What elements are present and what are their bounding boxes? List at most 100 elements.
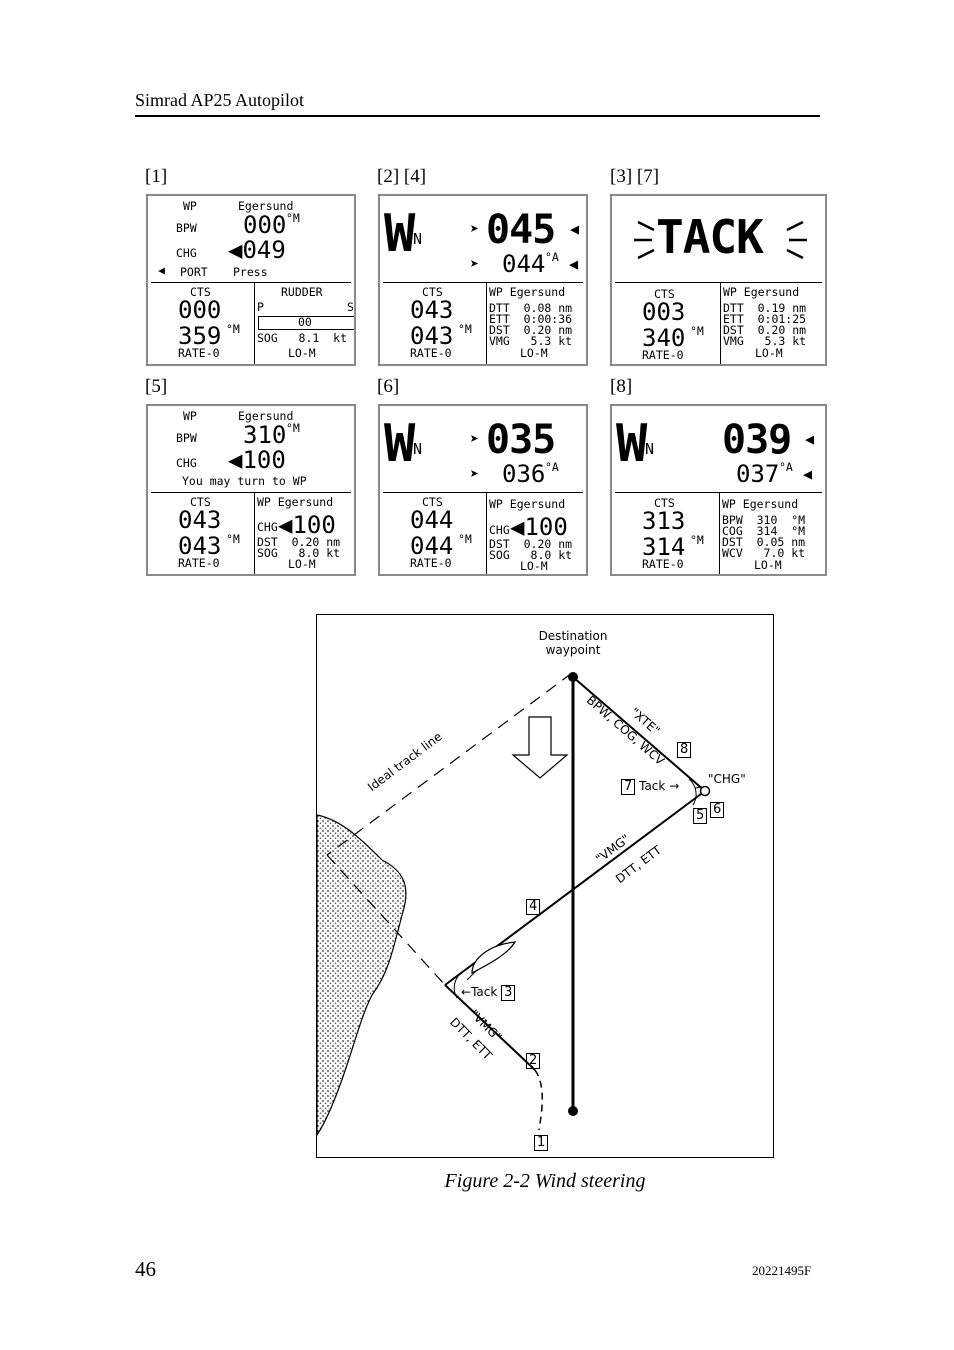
- wind-symbol: W: [384, 414, 415, 474]
- rate-label: RATE-0: [178, 346, 220, 360]
- chg-value: ◀100: [228, 446, 286, 474]
- divider-v: [254, 282, 255, 364]
- mode-label: LO-M: [520, 559, 548, 573]
- divider-v: [720, 282, 721, 364]
- cts-label: CTS: [190, 495, 211, 509]
- marker-2: 2: [526, 1053, 541, 1069]
- rudder-value: 00: [298, 315, 312, 329]
- cts-value: 043: [178, 506, 222, 534]
- sog-line: SOG 8.1 kt: [257, 331, 348, 345]
- arrow-left-icon: ←: [461, 985, 472, 999]
- dtt-line: DTT 0.08 nm: [489, 301, 573, 315]
- course-value: 359: [178, 322, 222, 350]
- coastline-land: [317, 814, 407, 1137]
- tack-sparks-icon: [634, 220, 807, 260]
- arrow-left-icon: ◀: [805, 430, 815, 448]
- ideal-track-line: [326, 672, 573, 856]
- destination-line-2: waypoint: [545, 643, 601, 657]
- deg-m: °M: [226, 532, 240, 546]
- panel-label-2-4: [2] [4]: [377, 166, 427, 187]
- dst-line: DST 0.05 nm: [722, 535, 806, 549]
- dst-line: DST 0.20 nm: [723, 323, 807, 337]
- bpw-value: 000: [243, 211, 287, 239]
- dst-line: DST 0.20 nm: [489, 323, 573, 337]
- cts-value: 313: [642, 507, 686, 535]
- wind-arrow-icon: [511, 716, 569, 779]
- chg-label: "CHG": [708, 772, 746, 786]
- cts-label: CTS: [654, 287, 675, 301]
- rate-label: RATE-0: [642, 348, 684, 362]
- wp-line: WP Egersund: [723, 285, 800, 299]
- press-label: Press: [233, 265, 268, 279]
- chg-point: [699, 785, 711, 797]
- bpw-line: BPW 310 °M: [722, 513, 806, 527]
- diagram-svg: [317, 672, 711, 1137]
- marker-7: 7: [621, 779, 636, 795]
- tack-text-lower: Tack: [471, 985, 498, 999]
- course-value: 043: [178, 532, 222, 560]
- wp-line: WP Egersund: [257, 495, 334, 509]
- tack-text-upper: Tack: [639, 779, 666, 793]
- divider: [383, 282, 583, 283]
- divider-v: [719, 492, 720, 574]
- deg-m: °M: [286, 211, 300, 225]
- figure-caption: Figure 2-2 Wind steering: [444, 1170, 646, 1192]
- small-heading: 036: [502, 460, 546, 488]
- starboard-s: S: [347, 300, 354, 314]
- marker-4: 4: [526, 899, 541, 915]
- deg-m: °M: [690, 324, 704, 338]
- wp-name: Egersund: [238, 409, 294, 423]
- deg-m: °M: [690, 533, 704, 547]
- bpw-label: BPW: [176, 221, 197, 235]
- cts-value: 044: [410, 506, 454, 534]
- chg-label: CHG: [176, 456, 197, 470]
- divider: [383, 492, 583, 493]
- destination-line-1: Destination: [538, 629, 608, 643]
- wind-n: N: [413, 230, 423, 248]
- running-header: Simrad AP25 Autopilot: [135, 90, 305, 110]
- rudder-bar: 00: [258, 315, 354, 330]
- mode-label: LO-M: [288, 346, 316, 360]
- arrow-right-icon: ➤: [470, 430, 480, 448]
- cts-value: 043: [410, 296, 454, 324]
- wind-n: N: [645, 440, 655, 458]
- course-value: 044: [410, 532, 454, 560]
- divider: [151, 492, 351, 493]
- wind-symbol: W: [616, 414, 647, 474]
- wp-line: WP Egersund: [722, 497, 799, 511]
- bottom-dot: [568, 1106, 578, 1116]
- marker-3: 3: [501, 985, 516, 1001]
- mode-label: LO-M: [754, 558, 782, 572]
- boat-icon: [471, 941, 517, 975]
- arrow-left-icon: ◀: [569, 255, 579, 273]
- panel-label-6: [6]: [377, 376, 400, 397]
- wp-name: Egersund: [238, 199, 294, 213]
- deg-m: °M: [458, 532, 472, 546]
- tack-text: TACK: [656, 210, 764, 264]
- ett-line: ETT 0:01:25: [723, 312, 807, 326]
- mode-label: LO-M: [755, 346, 783, 360]
- cts-value: 000: [178, 296, 222, 324]
- big-heading: 045: [486, 207, 556, 253]
- cts-label: CTS: [422, 495, 443, 509]
- deg-a: °A: [779, 460, 793, 474]
- track-start-dashed: [534, 1069, 543, 1131]
- arrow-right-icon: ➤: [470, 465, 480, 483]
- page-number: 46: [135, 1257, 156, 1281]
- port-label: PORT: [180, 265, 208, 279]
- arrow-right-icon: →: [669, 779, 680, 793]
- sog-line: SOG 8.0 kt: [257, 546, 341, 560]
- divider-v: [486, 282, 487, 364]
- wp-label: WP: [183, 409, 197, 423]
- wcv-line: WCV 7.0 kt: [722, 546, 806, 560]
- lcd-screen-8: W N 039 ◀ 037 °A ◀ CTS 313 314 °M RATE-0…: [610, 404, 827, 576]
- divider-v: [254, 492, 255, 574]
- tack-label-upper: 7 Tack →: [621, 779, 679, 795]
- header-rule: [135, 115, 820, 117]
- mode-label: LO-M: [520, 346, 548, 360]
- message-line: You may turn to WP: [182, 474, 307, 488]
- rate-label: RATE-0: [410, 556, 452, 570]
- sog-line: SOG 8.0 kt: [489, 548, 573, 562]
- port-p: P: [257, 300, 264, 314]
- mode-label: LO-M: [288, 557, 316, 571]
